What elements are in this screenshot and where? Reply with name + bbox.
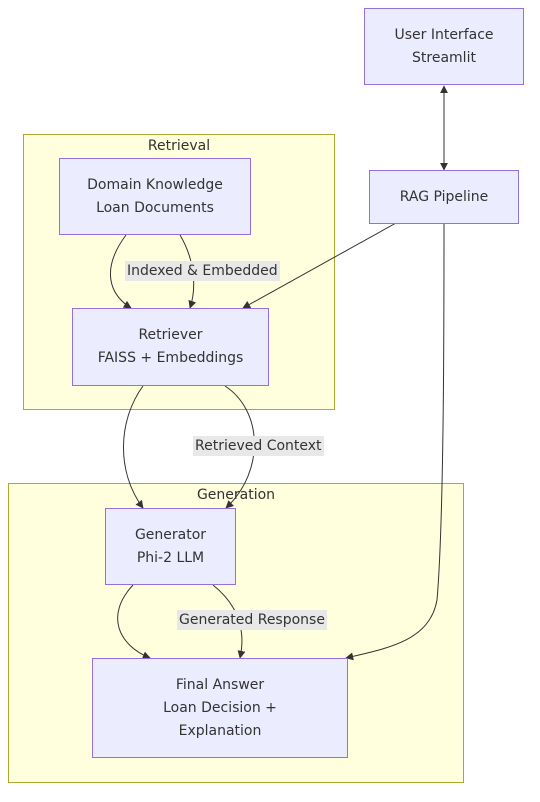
node-final-answer-line3: Explanation: [178, 722, 262, 739]
node-final-answer-line1: Final Answer: [175, 676, 265, 693]
node-generator-line2: Phi-2 LLM: [136, 549, 205, 566]
node-user-interface-line2: Streamlit: [412, 49, 476, 66]
edge-rag-retriever: [242, 222, 397, 309]
node-domain-knowledge-line1: Domain Knowledge: [87, 176, 223, 193]
node-domain-knowledge-line2: Loan Documents: [96, 199, 214, 216]
node-final-answer-line2: Loan Decision +: [163, 699, 277, 716]
node-final-answer[interactable]: Final Answer Loan Decision + Explanation: [92, 658, 348, 758]
node-rag-pipeline-line1: RAG Pipeline: [399, 188, 489, 205]
edge-generator-final-left: [117, 584, 151, 659]
node-retriever-line1: Retriever: [138, 327, 203, 343]
node-generator-line1: Generator: [134, 526, 207, 543]
node-user-interface[interactable]: User Interface Streamlit: [364, 8, 524, 85]
edge-label-generated: Generated Response: [177, 610, 327, 630]
edge-rag-final: [345, 223, 445, 661]
edge-label-retrieved: Retrieved Context: [193, 436, 324, 456]
node-domain-knowledge[interactable]: Domain Knowledge Loan Documents: [59, 158, 251, 235]
generation-cluster-label: Generation: [196, 487, 276, 503]
node-user-interface-line1: User Interface: [394, 26, 494, 43]
node-retriever-line2: FAISS + Embeddings: [97, 350, 244, 366]
node-retriever[interactable]: Retriever FAISS + Embeddings: [72, 308, 269, 386]
node-rag-pipeline[interactable]: RAG Pipeline: [369, 170, 519, 224]
edge-label-indexed: Indexed & Embedded: [125, 261, 280, 281]
edge-domain-retriever-left: [109, 234, 132, 309]
retrieval-cluster-label: Retrieval: [147, 138, 211, 154]
edge-retriever-generator-left: [123, 385, 144, 509]
node-generator[interactable]: Generator Phi-2 LLM: [105, 508, 236, 585]
